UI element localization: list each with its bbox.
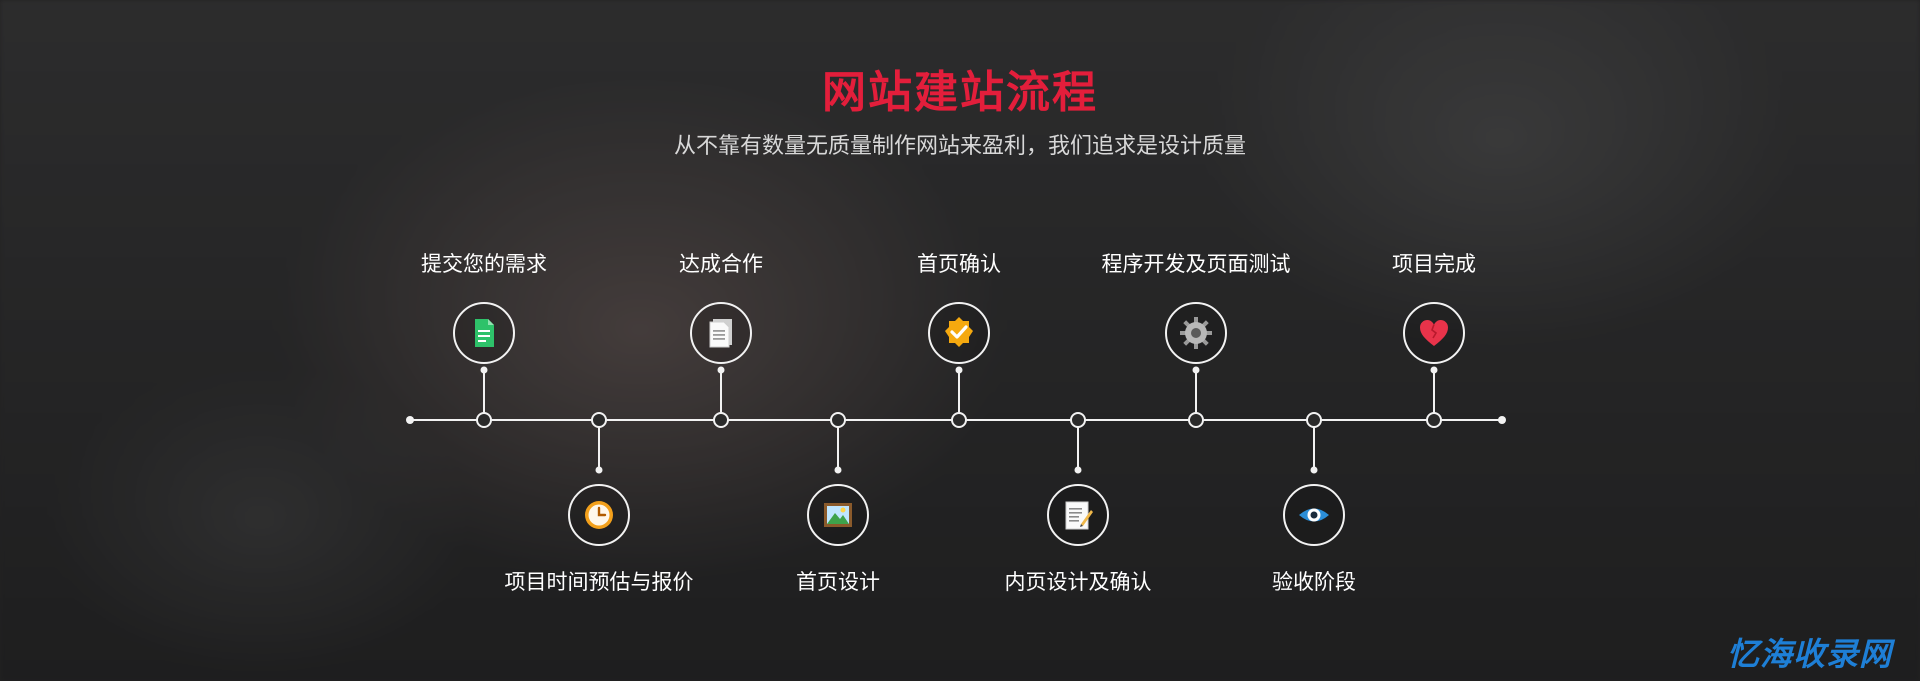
notepad-icon: [1065, 501, 1093, 530]
step-submit-requirements: 提交您的需求: [334, 248, 634, 364]
connector-end-dot: [955, 366, 963, 374]
step-icon-circle: [568, 484, 630, 546]
document-icon: [475, 319, 494, 347]
step-label: 项目时间预估与报价: [504, 570, 694, 594]
timeline-node: [951, 412, 967, 428]
step-inner-page-design: 内页设计及确认: [928, 484, 1228, 596]
page-title: 网站建站流程: [822, 67, 1098, 118]
timeline-start-dot: [406, 416, 414, 424]
connector-end-dot: [717, 366, 725, 374]
timeline-node: [1426, 412, 1442, 428]
step-cooperation: 达成合作: [571, 248, 871, 364]
heart-icon: [1420, 320, 1448, 346]
clock-icon: [585, 501, 613, 529]
step-homepage-design: 首页设计: [688, 484, 988, 596]
step-homepage-confirm: 首页确认: [809, 248, 1109, 364]
timeline-node: [476, 412, 492, 428]
step-time-estimate-quote: 项目时间预估与报价: [449, 484, 749, 596]
step-icon-circle: [807, 484, 869, 546]
timeline-node: [1070, 412, 1086, 428]
page-subtitle: 从不靠有数量无质量制作网站来盈利，我们追求是设计质量: [673, 134, 1246, 159]
timeline-end-dot: [1498, 416, 1506, 424]
timeline-node: [591, 412, 607, 428]
step-label: 提交您的需求: [421, 252, 547, 276]
timeline-node: [1188, 412, 1204, 428]
step-icon-circle: [453, 302, 515, 364]
step-label: 首页确认: [917, 252, 1001, 276]
step-label: 项目完成: [1392, 252, 1476, 276]
step-icon-circle: [1047, 484, 1109, 546]
step-label: 验收阶段: [1272, 570, 1356, 594]
timeline-node: [830, 412, 846, 428]
connector-end-dot: [834, 466, 842, 474]
step-icon-circle: [690, 302, 752, 364]
step-project-complete: 项目完成: [1284, 248, 1584, 364]
check-badge-icon: [945, 317, 973, 347]
step-icon-circle: [928, 302, 990, 364]
step-label: 内页设计及确认: [1004, 570, 1152, 594]
step-label: 达成合作: [679, 252, 763, 276]
watermark-logo: 忆海收录网: [1726, 635, 1892, 673]
connector-end-dot: [595, 466, 603, 474]
step-icon-circle: [1403, 302, 1465, 364]
timeline-node: [1306, 412, 1322, 428]
picture-icon: [824, 503, 852, 527]
connector-end-dot: [1430, 366, 1438, 374]
step-label: 首页设计: [796, 570, 880, 594]
connector-end-dot: [1074, 466, 1082, 474]
paper-icon: [709, 319, 732, 348]
step-acceptance: 验收阶段: [1164, 484, 1464, 596]
gear-icon: [1180, 317, 1212, 349]
connector-end-dot: [1310, 466, 1318, 474]
timeline-node: [713, 412, 729, 428]
connector-end-dot: [1192, 366, 1200, 374]
step-icon-circle: [1165, 302, 1227, 364]
eye-icon: [1299, 508, 1329, 522]
step-icon-circle: [1283, 484, 1345, 546]
step-development-testing: 程序开发及页面测试: [1046, 248, 1346, 364]
connector-end-dot: [480, 366, 488, 374]
step-label: 程序开发及页面测试: [1101, 252, 1291, 276]
